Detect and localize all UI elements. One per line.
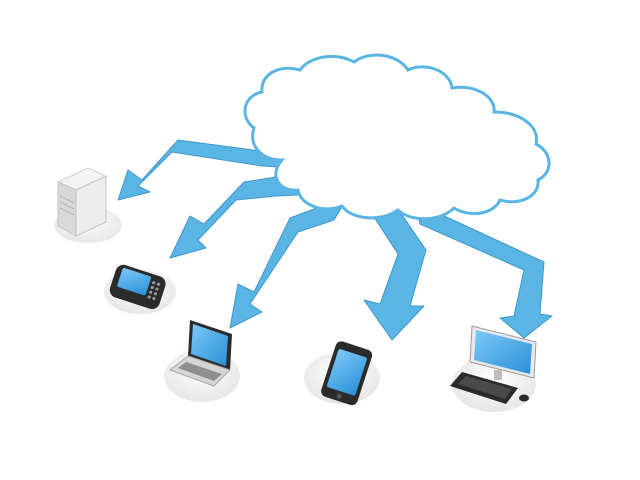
keyboard-smartphone-icon [109, 264, 166, 310]
node-laptop [164, 320, 240, 402]
desktop-computer-icon [450, 325, 537, 404]
server-tower-icon [56, 167, 108, 237]
node-touch-smartphone [304, 341, 380, 406]
node-smartphone-keyboard [104, 264, 176, 314]
node-server [54, 167, 122, 243]
touchscreen-phone-icon [321, 341, 373, 406]
cloud-icon [243, 53, 551, 221]
node-desktop [450, 325, 537, 412]
laptop-icon [168, 320, 232, 387]
arrow-to-server [117, 139, 301, 201]
cloud-hub [243, 53, 551, 221]
arrow-to-laptop [229, 189, 353, 329]
arrow-to-smartphone-keyboard [169, 171, 319, 259]
